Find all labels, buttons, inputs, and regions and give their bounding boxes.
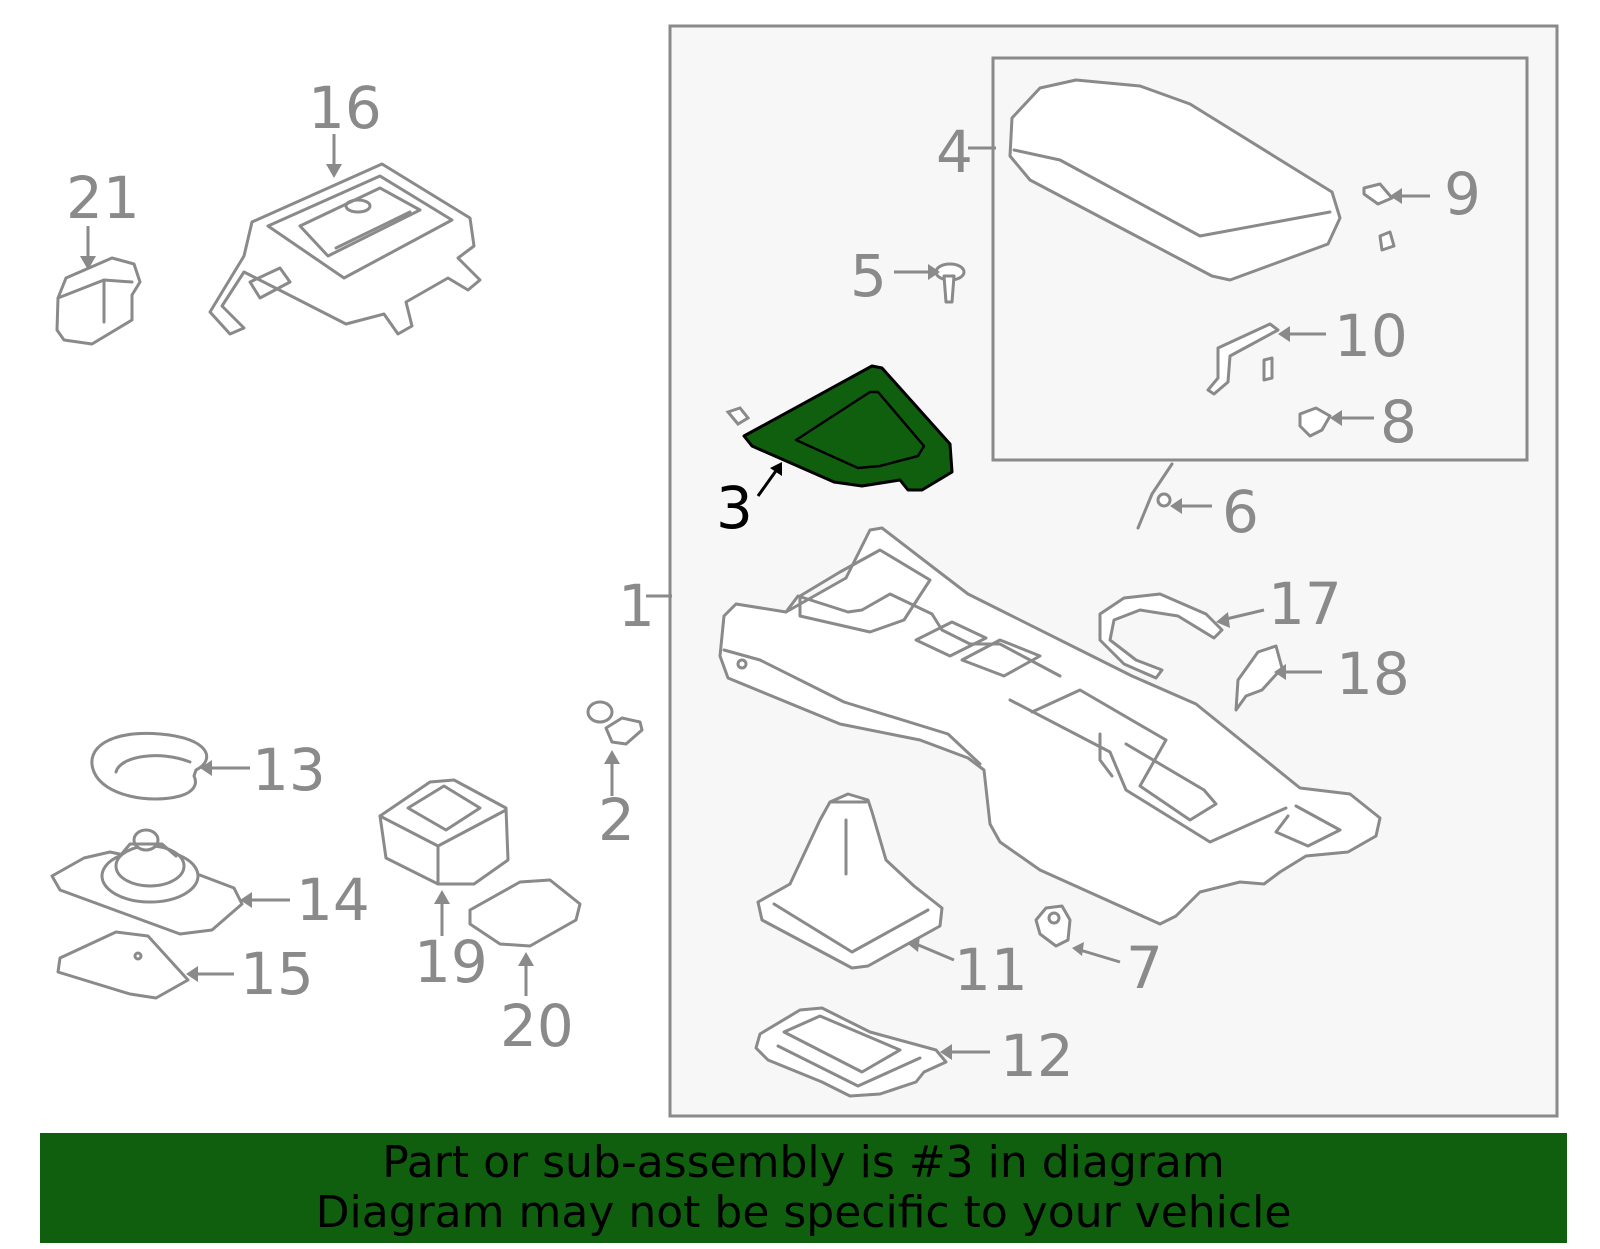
arrow-21 [80,256,96,270]
callout-7: 7 [1126,934,1163,1002]
callout-12: 12 [1000,1022,1074,1090]
callout-5: 5 [850,242,887,310]
part-14-boot-mount[interactable] [50,828,244,936]
part-4-armrest-lid[interactable] [1008,78,1342,282]
arrow-10 [1278,326,1290,342]
part-10-bracket[interactable] [1206,322,1280,396]
arrow-17 [1216,612,1230,628]
callout-10: 10 [1334,302,1408,370]
part-8-clip[interactable] [1298,406,1332,438]
arrow-8 [1330,410,1342,426]
part-19-boot[interactable] [378,778,510,886]
arrow-11 [908,936,920,952]
notice-banner: Part or sub-assembly is #3 in diagram Di… [40,1133,1567,1243]
arrow-14 [240,892,252,908]
arrow-15 [186,966,198,982]
callout-13: 13 [252,736,326,804]
arrow-6 [1170,498,1182,514]
callout-16: 16 [308,74,382,142]
leader-17 [1221,608,1265,622]
callout-14: 14 [296,866,370,934]
callout-2: 2 [598,786,635,854]
arrow-18 [1274,664,1286,680]
arrow-12 [940,1044,952,1060]
arrow-19 [434,890,450,904]
callout-4: 4 [936,118,973,186]
part-11-shift-boot[interactable] [756,792,944,970]
arrow-7 [1072,942,1084,956]
callout-1: 1 [618,572,655,640]
arrow-13 [200,760,212,776]
part-21-cap[interactable] [55,256,142,346]
part-7-clip[interactable] [1034,904,1072,948]
part-12-frame[interactable] [754,1006,948,1098]
callout-3: 3 [716,474,753,542]
part-20-cap[interactable] [468,878,582,948]
callout-11: 11 [954,936,1028,1004]
leader-3 [756,467,780,497]
arrow-20 [518,952,534,966]
part-17-trim[interactable] [1098,592,1224,680]
part-3-pocket-cover[interactable] [725,364,954,492]
part-1-console[interactable] [718,526,1382,926]
arrow-2 [604,750,620,764]
arrow-3 [770,462,782,476]
part-16-cover[interactable] [208,162,482,336]
part-9-clip[interactable] [1362,182,1396,252]
arrow-16 [326,164,342,178]
banner-line-1: Part or sub-assembly is #3 in diagram [382,1137,1225,1188]
arrow-9 [1390,188,1402,204]
callout-18: 18 [1336,640,1410,708]
callout-9: 9 [1444,160,1481,228]
callout-8: 8 [1380,388,1417,456]
leader-11 [915,942,955,962]
callout-6: 6 [1222,478,1259,546]
part-2-bulb[interactable] [586,700,644,746]
callout-17: 17 [1268,570,1342,638]
leader-7 [1079,948,1121,964]
callout-21: 21 [66,164,140,232]
part-15-pad[interactable] [56,930,190,1000]
arrow-5 [928,264,940,280]
part-5-screw[interactable] [934,262,966,304]
part-6-clip[interactable] [1136,462,1174,530]
banner-line-2: Diagram may not be specific to your vehi… [315,1187,1292,1238]
part-13-ring[interactable] [90,731,208,801]
callout-19: 19 [414,928,488,996]
callout-20: 20 [500,992,574,1060]
part-18-bracket[interactable] [1234,644,1284,712]
callout-15: 15 [240,940,314,1008]
